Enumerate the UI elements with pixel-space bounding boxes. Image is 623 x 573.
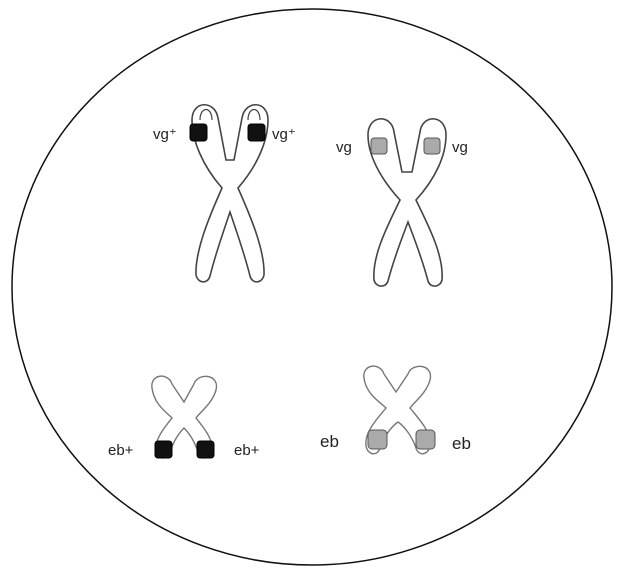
allele-label-eb-left: eb [320, 432, 339, 451]
allele-marker-vg-plus-right [248, 124, 265, 141]
allele-marker-vg-right [424, 138, 440, 154]
allele-label-eb-plus-right: eb+ [234, 442, 260, 459]
allele-marker-eb-right [416, 430, 435, 449]
allele-label-eb-plus-left: eb+ [108, 442, 134, 459]
allele-marker-eb-plus-left [155, 441, 172, 458]
allele-marker-vg-plus-left [190, 124, 207, 141]
cell-membrane [12, 9, 612, 565]
allele-label-vg-right: vg [452, 139, 468, 156]
chromosome-eb-plus: eb+ eb+ [108, 376, 260, 459]
allele-marker-vg-left [371, 138, 387, 154]
chromosome-eb: eb eb [320, 366, 471, 454]
allele-label-vg-plus-right: vg⁺ [272, 126, 296, 143]
allele-label-eb-right: eb [452, 434, 471, 453]
allele-label-vg-plus-left: vg⁺ [153, 126, 177, 143]
chromosome-vg-plus: vg⁺ vg⁺ [153, 105, 296, 282]
chromosome-vg: vg vg [336, 119, 468, 286]
allele-marker-eb-left [368, 430, 387, 449]
allele-marker-eb-plus-right [197, 441, 214, 458]
allele-label-vg-left: vg [336, 139, 352, 156]
